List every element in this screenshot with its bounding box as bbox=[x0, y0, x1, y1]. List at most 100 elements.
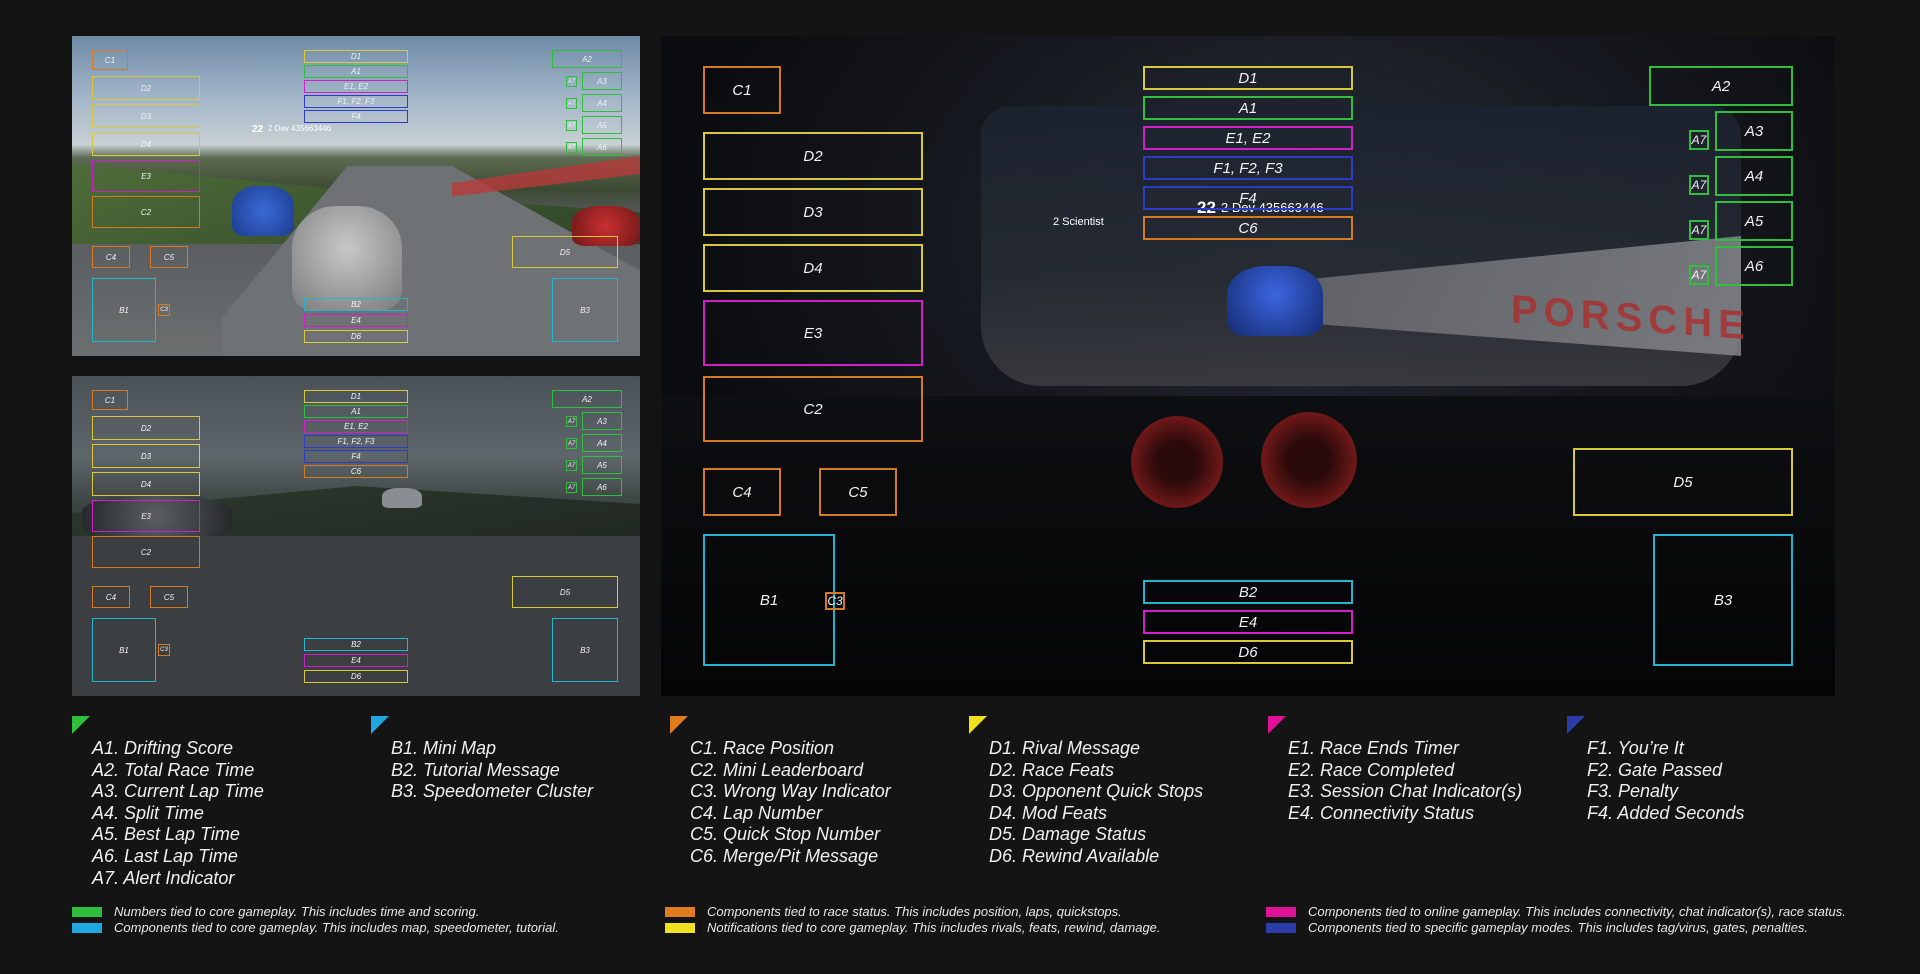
screenshot-rain-track: C1 D2 D3 D4 E3 C2 C4 C5 B1 C3 D1 A1 E1, … bbox=[72, 376, 640, 696]
region-d5: D5 bbox=[512, 576, 618, 608]
region-d2: D2 bbox=[92, 416, 200, 440]
region-d3: D3 bbox=[703, 188, 923, 236]
region-a7-4: A7 bbox=[1689, 265, 1709, 285]
note-magenta: Components tied to online gameplay. This… bbox=[1266, 904, 1846, 919]
region-a7-4: A7 bbox=[566, 142, 577, 153]
screenshot-night-cockpit: PORSCHE 22 2 Dev 435663446 2 Scientist C… bbox=[661, 36, 1835, 696]
legend-item: F2. Gate Passed bbox=[1587, 759, 1723, 780]
legend-item: A2. Total Race Time bbox=[92, 759, 255, 780]
note-text: Notifications tied to core gameplay. Thi… bbox=[707, 920, 1161, 935]
region-e4: E4 bbox=[304, 314, 408, 327]
region-a7-2: A7 bbox=[566, 438, 577, 449]
region-a6: A6 bbox=[582, 138, 622, 156]
scene-rival-tag: 2 Dev 435663446 bbox=[268, 124, 332, 133]
note-yellow: Notifications tied to core gameplay. Thi… bbox=[665, 920, 1161, 935]
region-c5: C5 bbox=[150, 586, 188, 608]
legend-item: A3. Current Lap Time bbox=[92, 781, 264, 802]
legend-orange-list: C1. Race Position C2. Mini Leaderboard C… bbox=[670, 738, 891, 868]
region-a3: A3 bbox=[582, 72, 622, 90]
region-a1: A1 bbox=[304, 65, 408, 78]
legend-item: E1. Race Ends Timer bbox=[1288, 738, 1459, 758]
region-a7-2: A7 bbox=[1689, 175, 1709, 195]
legend-magenta: E1. Race Ends Timer E2. Race Completed E… bbox=[1268, 716, 1522, 824]
car-silver bbox=[292, 206, 402, 311]
region-a7-3: A7 bbox=[566, 460, 577, 471]
note-blue: Components tied to specific gameplay mod… bbox=[1266, 920, 1808, 935]
region-e3: E3 bbox=[703, 300, 923, 366]
legend-item: D1. Rival Message bbox=[989, 738, 1141, 758]
region-c5: C5 bbox=[819, 468, 897, 516]
note-cyan: Components tied to core gameplay. This i… bbox=[72, 920, 559, 935]
note-text: Components tied to race status. This inc… bbox=[707, 904, 1122, 919]
region-b3: B3 bbox=[552, 278, 618, 342]
legend-item: C6. Merge/Pit Message bbox=[690, 845, 879, 866]
region-a7-1: A7 bbox=[1689, 130, 1709, 150]
swatch-green bbox=[72, 906, 102, 917]
legend-item: B1. Mini Map bbox=[391, 738, 497, 758]
legend-item: D2. Race Feats bbox=[989, 759, 1115, 780]
region-a7-3: A7 bbox=[1689, 220, 1709, 240]
region-c1: C1 bbox=[703, 66, 781, 114]
legend-magenta-marker bbox=[1268, 716, 1286, 734]
legend-blue: F1. You’re It F2. Gate Passed F3. Penalt… bbox=[1567, 716, 1744, 824]
note-text: Components tied to core gameplay. This i… bbox=[114, 920, 559, 935]
region-c2: C2 bbox=[92, 196, 200, 228]
legend-item: A6. Last Lap Time bbox=[92, 845, 238, 866]
region-a7-1: A7 bbox=[566, 416, 577, 427]
car-blue bbox=[232, 186, 294, 236]
speedometer-gauge bbox=[1261, 412, 1357, 508]
region-a3: A3 bbox=[582, 412, 622, 430]
legend-item: D5. Damage Status bbox=[989, 824, 1147, 845]
legend-item: F1. You’re It bbox=[1587, 738, 1684, 758]
swatch-yellow bbox=[665, 922, 695, 933]
note-green: Numbers tied to core gameplay. This incl… bbox=[72, 904, 479, 919]
dashboard bbox=[661, 396, 1835, 696]
car-grey-right bbox=[382, 488, 422, 508]
region-d3: D3 bbox=[92, 104, 200, 128]
region-d2: D2 bbox=[703, 132, 923, 180]
legend-item: A4. Split Time bbox=[92, 802, 204, 823]
region-e4: E4 bbox=[304, 654, 408, 667]
legend-item: D4. Mod Feats bbox=[989, 802, 1108, 823]
note-orange: Components tied to race status. This inc… bbox=[665, 904, 1122, 919]
region-a5: A5 bbox=[1715, 201, 1793, 241]
region-d1: D1 bbox=[1143, 66, 1353, 90]
region-a6: A6 bbox=[582, 478, 622, 496]
region-a1: A1 bbox=[304, 405, 408, 418]
swatch-cyan bbox=[72, 922, 102, 933]
region-e4: E4 bbox=[1143, 610, 1353, 634]
legend-item: A5. Best Lap Time bbox=[92, 824, 240, 845]
region-b2: B2 bbox=[304, 638, 408, 651]
region-a4: A4 bbox=[1715, 156, 1793, 196]
car-dark-left bbox=[82, 496, 232, 536]
legend-item: D6. Rewind Available bbox=[989, 845, 1160, 866]
region-c3: C3 bbox=[158, 304, 170, 316]
car-red bbox=[572, 206, 640, 246]
region-d6: D6 bbox=[1143, 640, 1353, 664]
region-d4: D4 bbox=[703, 244, 923, 292]
region-c2: C2 bbox=[92, 536, 200, 568]
region-b1: B1 bbox=[92, 278, 156, 342]
region-d4: D4 bbox=[92, 132, 200, 156]
legend-item: C3. Wrong Way Indicator bbox=[690, 781, 891, 802]
region-a2: A2 bbox=[552, 50, 622, 68]
legend-cyan-marker bbox=[371, 716, 389, 734]
swatch-blue bbox=[1266, 922, 1296, 933]
legend-cyan: B1. Mini Map B2. Tutorial Message B3. Sp… bbox=[371, 716, 593, 803]
region-a5: A5 bbox=[582, 116, 622, 134]
region-e1-e2: E1, E2 bbox=[304, 420, 408, 433]
region-e1-e2: E1, E2 bbox=[304, 80, 408, 93]
note-text: Components tied to online gameplay. This… bbox=[1308, 904, 1846, 919]
region-d1: D1 bbox=[304, 390, 408, 403]
legend-item: E4. Connectivity Status bbox=[1288, 802, 1475, 823]
legend-item: E3. Session Chat Indicator(s) bbox=[1288, 781, 1523, 802]
car-blue-ahead bbox=[1227, 266, 1323, 336]
scene-position-number: 22 bbox=[1197, 198, 1216, 217]
legend-blue-list: F1. You’re It F2. Gate Passed F3. Penalt… bbox=[1567, 738, 1744, 824]
legend-item: C1. Race Position bbox=[690, 738, 835, 758]
screenshot-day-track: 22 2 Dev 435663446 C1 D2 D3 D4 E3 C2 C4 … bbox=[72, 36, 640, 356]
swatch-orange bbox=[665, 906, 695, 917]
region-a4: A4 bbox=[582, 94, 622, 112]
legend-item: F4. Added Seconds bbox=[1587, 802, 1745, 823]
region-f1-f2-f3: F1, F2, F3 bbox=[304, 435, 408, 448]
